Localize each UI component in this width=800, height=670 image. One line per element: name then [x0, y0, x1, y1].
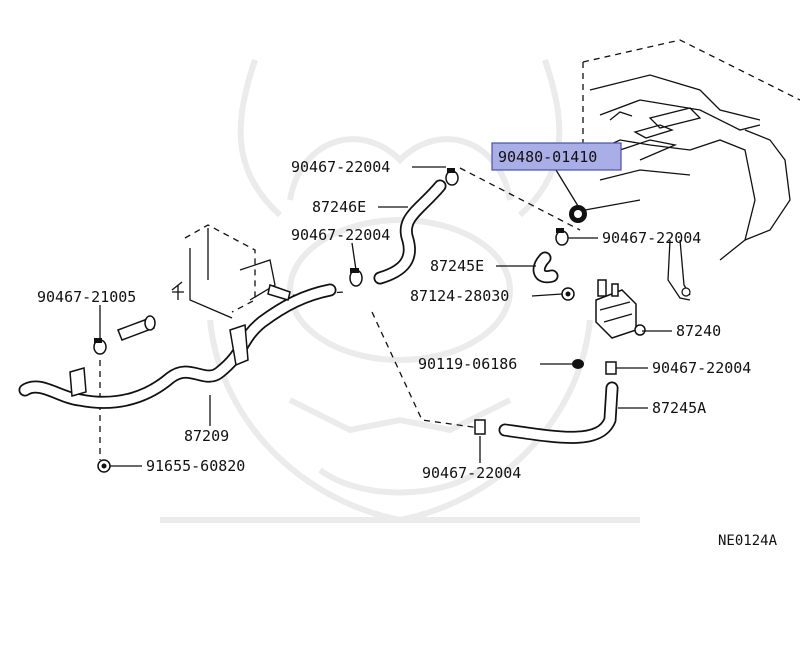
vsv-87240	[595, 279, 646, 339]
clamp-top	[445, 168, 459, 186]
callout-87240[interactable]: 87240	[676, 322, 721, 340]
callout-87245E[interactable]: 87245E	[430, 257, 484, 275]
callout-90467-22004-right[interactable]: 90467-22004	[602, 229, 701, 247]
callout-90467-22004-top[interactable]: 90467-22004	[291, 158, 390, 176]
grommet-90480-01410	[569, 205, 587, 223]
callout-87124-28030[interactable]: 87124-28030	[410, 287, 509, 305]
callout-90467-22004-mid[interactable]: 90467-22004	[291, 226, 390, 244]
callout-90119-06186[interactable]: 90119-06186	[418, 355, 517, 373]
callout-labels: 90467-22004 87246E 90467-22004 90480-014…	[37, 148, 778, 549]
callout-87245A[interactable]: 87245A	[652, 399, 706, 417]
bracket-87209	[69, 284, 291, 397]
pipe-87209	[18, 283, 337, 409]
callout-87209[interactable]: 87209	[184, 427, 229, 445]
callout-90480-01410[interactable]: 90480-01410	[498, 148, 597, 166]
connection-lines	[99, 167, 581, 460]
union-fitting	[117, 315, 156, 341]
clamp-87245A	[605, 361, 617, 375]
hose-87245E	[532, 251, 559, 284]
nut-87124-28030	[561, 287, 575, 301]
clamp-87246E-lower	[349, 268, 363, 287]
callout-91655-60820[interactable]: 91655-60820	[146, 457, 245, 475]
clamp-right-mid	[555, 228, 569, 246]
throttle-body-outline	[171, 224, 276, 319]
hose-87246E	[373, 179, 447, 285]
bolt-90119-06186	[572, 359, 584, 369]
nut-91655-60820	[97, 459, 111, 473]
watermark-mask	[160, 59, 640, 524]
leader-lines	[99, 166, 672, 467]
callout-90467-22004-bottom[interactable]: 90467-22004	[422, 464, 521, 482]
hose-87245A	[498, 381, 619, 444]
callout-87246E[interactable]: 87246E	[312, 198, 366, 216]
callout-90467-21005[interactable]: 90467-21005	[37, 288, 136, 306]
callout-90467-22004-lower-right[interactable]: 90467-22004	[652, 359, 751, 377]
diagram-code: NE0124A	[718, 533, 778, 549]
clamp-90467-21005	[93, 338, 107, 355]
highlight-box	[491, 142, 622, 171]
engine-outline	[582, 39, 800, 301]
clamp-87245A-lower	[474, 419, 486, 435]
